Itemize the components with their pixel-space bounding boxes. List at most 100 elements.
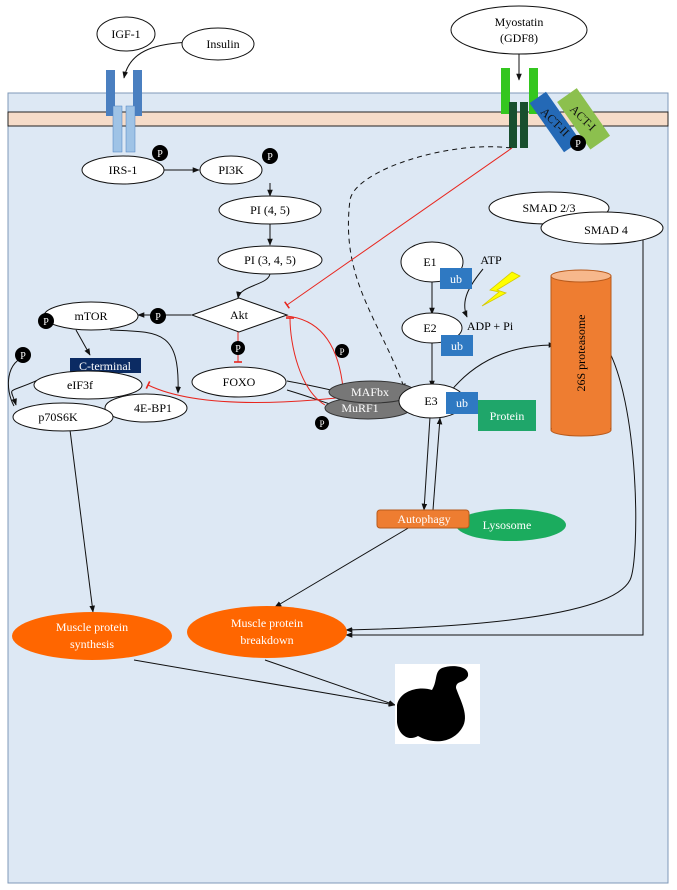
adp-pi-label: ADP + Pi [467,319,514,333]
arrows [8,41,644,707]
proteasome-label: 26S proteasome [574,315,588,392]
cell-membrane [7,111,669,127]
c-terminal-label: C-terminal [79,359,132,373]
eif3f-node: eIF3f [33,370,143,400]
protein-box: Protein [478,400,536,431]
phosphate-markers: P P P P P P P P [15,135,586,430]
4ebp1-node: 4E-BP1 [104,393,188,423]
4ebp1-label: 4E-BP1 [134,401,172,415]
insulin-node: Insulin [181,27,255,61]
pi3k-node: PI3K [199,155,263,185]
atp-label: ATP [480,253,502,267]
p-label-foxo: P [235,344,241,355]
e3-to-proteasome-arrow [449,342,556,393]
ub-label-e1: ub [450,272,462,286]
myostatin-node: Myostatin (GDF8) [450,5,588,55]
p-label-4ebp1: P [155,312,161,323]
ub-tag-e2: ub [441,335,473,356]
pi345-label: PI (3, 4, 5) [244,253,296,267]
synthesis-node: Muscle protein synthesis [12,612,172,660]
irs1-node: IRS-1 [81,155,165,185]
akt-node: Akt [190,297,289,333]
e3-label: E3 [424,394,437,408]
protein-label: Protein [490,409,525,423]
myostatin-label: Myostatin [495,15,544,29]
p-label-pi3k: P [267,152,273,163]
phosphate-circle-icon: P [231,341,245,355]
proteasome-to-breakdown-arrow [345,343,637,633]
smad4-node: SMAD 4 [540,211,664,245]
p-label-mtor: P [43,317,49,328]
act-i-receptor: ACT-I [557,88,611,150]
e1-label: E1 [423,255,436,269]
irs1-label: IRS-1 [109,163,138,177]
mafbx-label: MAFbx [351,385,389,399]
igf1-node: IGF-1 [96,16,156,52]
phosphate-circle-icon: P [15,347,31,363]
flexed-arm-icon [395,664,480,744]
lysosome-node: Lysosome [456,509,566,541]
synthesis-label-line1: Muscle protein [56,620,128,634]
insulin-label: Insulin [206,37,239,51]
gdf8-label: (GDF8) [500,31,538,45]
e3-to-autophagy-arrow [421,416,431,511]
akt-label: Akt [230,308,249,322]
insulin-to-receptor-arrow [122,41,190,79]
smad4-label: SMAD 4 [584,223,628,237]
p-label-murf1: P [319,419,324,429]
p-label-act-i: P [575,139,581,150]
synthesis-to-muscle-arrow [133,659,396,707]
p70s6k-to-synthesis-arrow [69,429,95,613]
mtor-to-4ebp1-arrow [109,329,181,394]
igf-insulin-receptor [106,70,142,153]
p-label-irs1: P [157,149,163,160]
breakdown-to-muscle-arrow [264,659,396,706]
phosphate-circle-icon: P [335,344,349,358]
autophagy-label: Autophagy [397,512,450,526]
ub-tag-e1: ub [440,268,472,289]
autophagy-to-e3-arrow [432,417,443,511]
mtor-label: mTOR [74,309,107,323]
smad-to-breakdown-arrow [345,240,644,638]
pi345-node: PI (3, 4, 5) [217,245,323,275]
ub-tag-e3: ub [446,392,478,414]
breakdown-label-line1: Muscle protein [231,616,303,630]
smad23-label: SMAD 2/3 [522,201,575,215]
eif3f-to-p70s6k-arrow [11,379,39,406]
mtor-to-eif3f-arrow [75,329,91,356]
mtor-node: mTOR [43,301,139,331]
synthesis-label-line2: synthesis [70,637,114,651]
pi3k-label: PI3K [218,163,244,177]
ub-label-e3: ub [456,396,468,410]
pi45-label: PI (4, 5) [250,203,290,217]
ub-label-e2: ub [451,339,463,353]
autophagy-box: Autophagy [376,509,470,529]
akt-inhibits-mafbx [285,315,348,390]
myostatin-receptor [501,68,538,148]
atp-to-adp-arrow [462,268,484,318]
eif3f-label: eIF3f [67,378,93,392]
phosphate-circle-icon: P [150,308,166,324]
p70s6k-label: p70S6K [38,410,78,424]
p-label-akt-loop: P [339,347,344,357]
pi345-to-akt-arrow [236,272,271,299]
foxo-node: FOXO [191,366,287,398]
c-terminal-box: C-terminal [70,358,141,373]
lysosome-label: Lysosome [483,518,532,532]
lightning-bolt-icon [481,271,521,307]
phosphate-circle-icon: P [152,145,168,161]
phosphate-circle-icon: P [262,148,278,164]
myostatin-inhibits-akt [284,147,513,309]
foxo-label: FOXO [223,375,256,389]
p-label-p70s6k: P [20,351,26,362]
autophagy-to-breakdown-arrow [274,526,411,608]
receptor-to-e3-dashed-arrow [348,146,512,391]
murf1-label: MuRF1 [341,401,378,415]
mafbx-inhibits-akt [285,317,326,406]
proteasome-node: 26S proteasome [550,269,612,437]
phosphate-circle-icon: P [38,313,54,329]
e2-label: E2 [423,321,436,335]
breakdown-label-line2: breakdown [240,633,293,647]
breakdown-node: Muscle protein breakdown [187,606,347,658]
